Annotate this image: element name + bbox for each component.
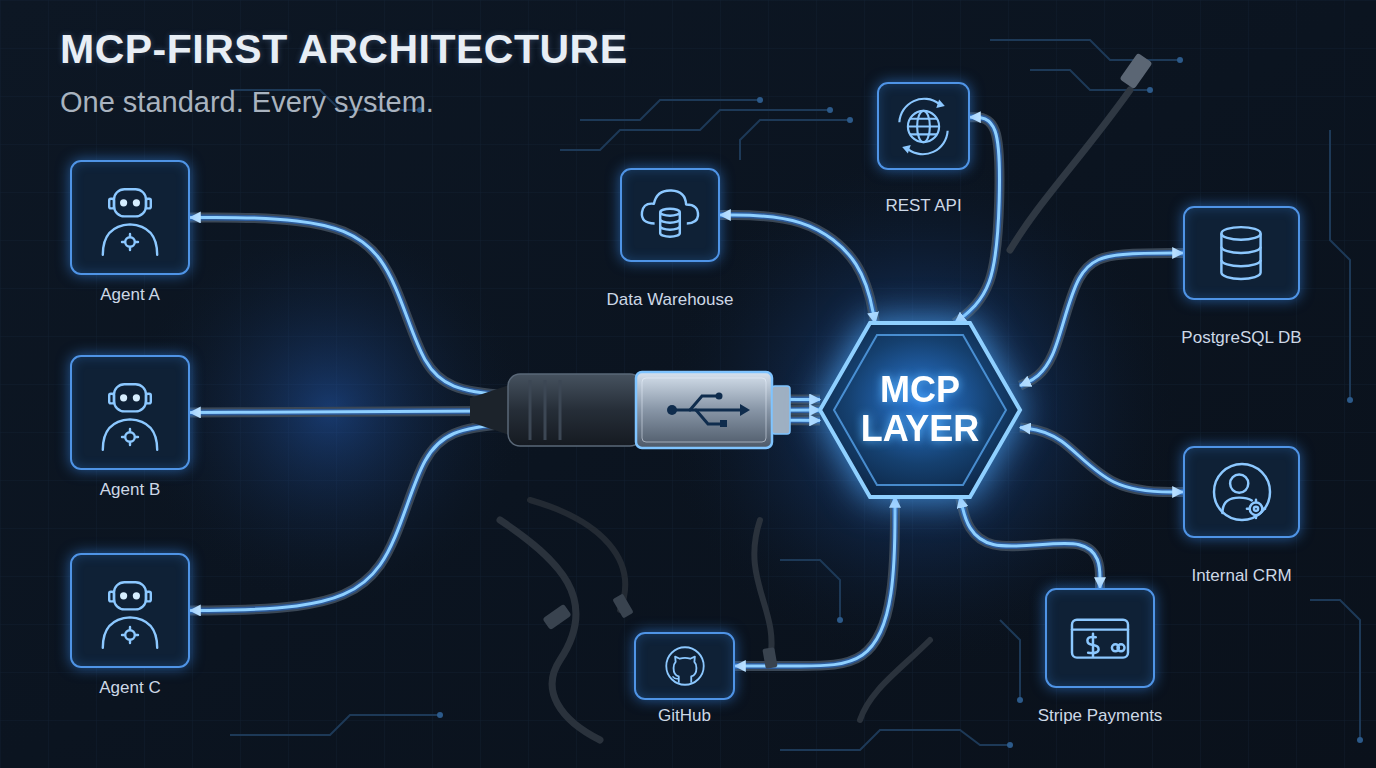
cable-glow bbox=[960, 497, 1100, 588]
cable-connector bbox=[735, 497, 895, 666]
box-label: Internal CRM bbox=[1191, 566, 1291, 586]
cable-glow bbox=[735, 497, 895, 666]
hexagon-inner-ring bbox=[834, 335, 1006, 485]
system-box: GitHub bbox=[634, 632, 735, 700]
box-label: Agent A bbox=[100, 285, 160, 305]
subtitle: One standard. Every system. bbox=[60, 86, 434, 119]
cable-sheath bbox=[1020, 253, 1183, 386]
cable-core bbox=[1020, 253, 1183, 386]
cable-sheath bbox=[955, 117, 1000, 323]
box-label: PostgreSQL DB bbox=[1181, 328, 1301, 348]
box-label: Agent C bbox=[99, 678, 160, 698]
cable-core bbox=[955, 117, 1000, 323]
system-box: PostgreSQL DB bbox=[1183, 206, 1300, 300]
box-label: GitHub bbox=[658, 706, 711, 726]
system-box: REST API bbox=[877, 82, 970, 170]
system-box: Data Warehouse bbox=[620, 168, 720, 262]
system-box: Internal CRM bbox=[1183, 446, 1300, 538]
system-box: Stripe Payments bbox=[1045, 588, 1155, 688]
agent-box: Agent B bbox=[70, 355, 190, 470]
cable-glow bbox=[720, 215, 875, 323]
cable-core bbox=[1020, 427, 1183, 492]
cable-sheath bbox=[960, 497, 1100, 588]
box-label: REST API bbox=[885, 196, 961, 216]
loose-plugs bbox=[542, 53, 1152, 669]
agent-box: Agent A bbox=[70, 160, 190, 275]
agent-box: Agent C bbox=[70, 553, 190, 668]
usb-plug bbox=[470, 372, 790, 448]
cable-connector bbox=[955, 117, 1000, 323]
title: MCP-FIRST ARCHITECTURE bbox=[60, 26, 628, 73]
cable-glow bbox=[955, 117, 1000, 323]
hub-label: MCP LAYER bbox=[850, 371, 990, 449]
cable-core bbox=[735, 497, 895, 666]
hexagon-shape bbox=[820, 323, 1020, 497]
circuit-pads bbox=[417, 57, 1363, 748]
hub-hexagon: MCP LAYER bbox=[820, 323, 1020, 497]
cable-glow bbox=[1020, 253, 1183, 386]
loose-cables bbox=[500, 90, 1130, 740]
cable-sheath bbox=[1020, 427, 1183, 492]
box-label: Data Warehouse bbox=[607, 290, 734, 310]
icons bbox=[103, 99, 1270, 685]
cable-glow bbox=[1020, 427, 1183, 492]
cable-sheath bbox=[720, 215, 875, 323]
cable-core bbox=[720, 215, 875, 323]
cable-sheath bbox=[735, 497, 895, 666]
box-label: Stripe Payments bbox=[1038, 706, 1163, 726]
cable-connector bbox=[1020, 427, 1183, 492]
cable-connector bbox=[1020, 253, 1183, 386]
cable-connector bbox=[720, 215, 875, 323]
box-label: Agent B bbox=[100, 480, 161, 500]
cable-connector bbox=[960, 497, 1100, 588]
cable-core bbox=[960, 497, 1100, 588]
icon-box-fills bbox=[70, 82, 1300, 700]
